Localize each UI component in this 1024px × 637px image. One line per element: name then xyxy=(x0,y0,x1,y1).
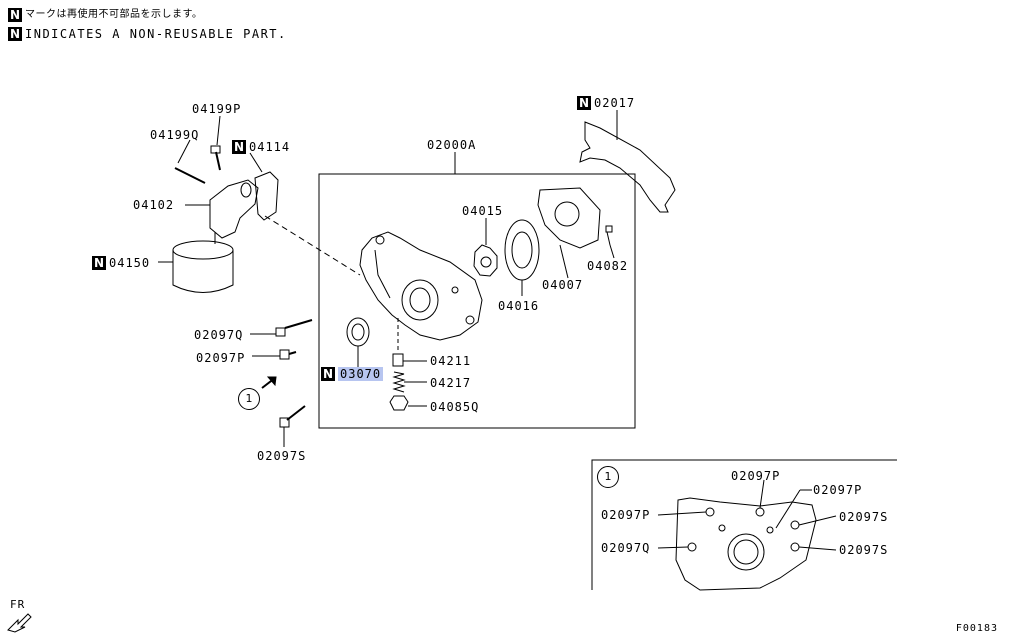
part-label-04015[interactable]: 04015 xyxy=(462,204,504,218)
oil-seal-03070 xyxy=(346,317,370,347)
part-label-04199Q[interactable]: 04199Q xyxy=(150,128,200,142)
part-label-04016[interactable]: 04016 xyxy=(498,299,540,313)
detail-view-ref-circle: 1 xyxy=(597,466,619,488)
detail-label-right-02097S-2[interactable]: 02097S xyxy=(839,543,889,557)
relief-plunger-04211 xyxy=(392,353,404,367)
note-jp-text: マークは再使用不可部品を示します。 xyxy=(25,9,203,20)
detail-label-top-02097P[interactable]: 02097P xyxy=(731,469,781,483)
inner-rotor-04015 xyxy=(473,244,498,277)
outer-rotor-04016 xyxy=(504,219,540,281)
detail-label-left-02097P[interactable]: 02097P xyxy=(601,508,651,522)
non-reusable-badge: N xyxy=(92,256,106,270)
part-label-04199P[interactable]: 04199P xyxy=(192,102,242,116)
part-label-04102[interactable]: 04102 xyxy=(133,198,175,212)
plug-04085Q xyxy=(389,395,409,411)
cover-04007 xyxy=(537,187,601,249)
part-label-04082[interactable]: 04082 xyxy=(587,259,629,273)
part-label-04085Q[interactable]: 04085Q xyxy=(430,400,480,414)
oil-filter-04150 xyxy=(172,240,234,260)
detail-callout-circle[interactable]: 1 xyxy=(238,388,260,410)
highlighted-part-number: 03070 xyxy=(338,367,384,381)
part-label-04217[interactable]: 04217 xyxy=(430,376,472,390)
part-label-04211[interactable]: 04211 xyxy=(430,354,472,368)
filter-bracket-04102 xyxy=(209,179,259,239)
figure-id: F00183 xyxy=(955,623,998,634)
detail-label-right-02097S-1[interactable]: 02097S xyxy=(839,510,889,524)
note-en-text: INDICATES A NON-REUSABLE PART. xyxy=(25,27,287,41)
non-reusable-badge: N xyxy=(232,140,246,154)
gasket-04114 xyxy=(254,171,279,221)
detail-label-right-02097P[interactable]: 02097P xyxy=(813,483,863,497)
detail-label-left-02097Q[interactable]: 02097Q xyxy=(601,541,651,555)
non-reusable-badge: N xyxy=(8,27,22,41)
front-direction-label: FR xyxy=(10,598,26,611)
non-reusable-badge: N xyxy=(321,367,335,381)
part-label-02097Q[interactable]: 02097Q xyxy=(194,328,244,342)
oil-pump-body xyxy=(359,231,483,341)
non-reusable-badge: N xyxy=(577,96,591,110)
part-label-02000A[interactable]: 02000A xyxy=(427,138,477,152)
non-reusable-badge: N xyxy=(8,8,22,22)
part-label-02097S[interactable]: 02097S xyxy=(257,449,307,463)
gasket-02017 xyxy=(579,121,676,213)
part-label-04007[interactable]: 04007 xyxy=(542,278,584,292)
relief-spring-04217 xyxy=(392,371,406,393)
detail-pump-view xyxy=(675,497,817,591)
part-label-02097P[interactable]: 02097P xyxy=(196,351,246,365)
pump-assembly-frame xyxy=(318,173,636,429)
